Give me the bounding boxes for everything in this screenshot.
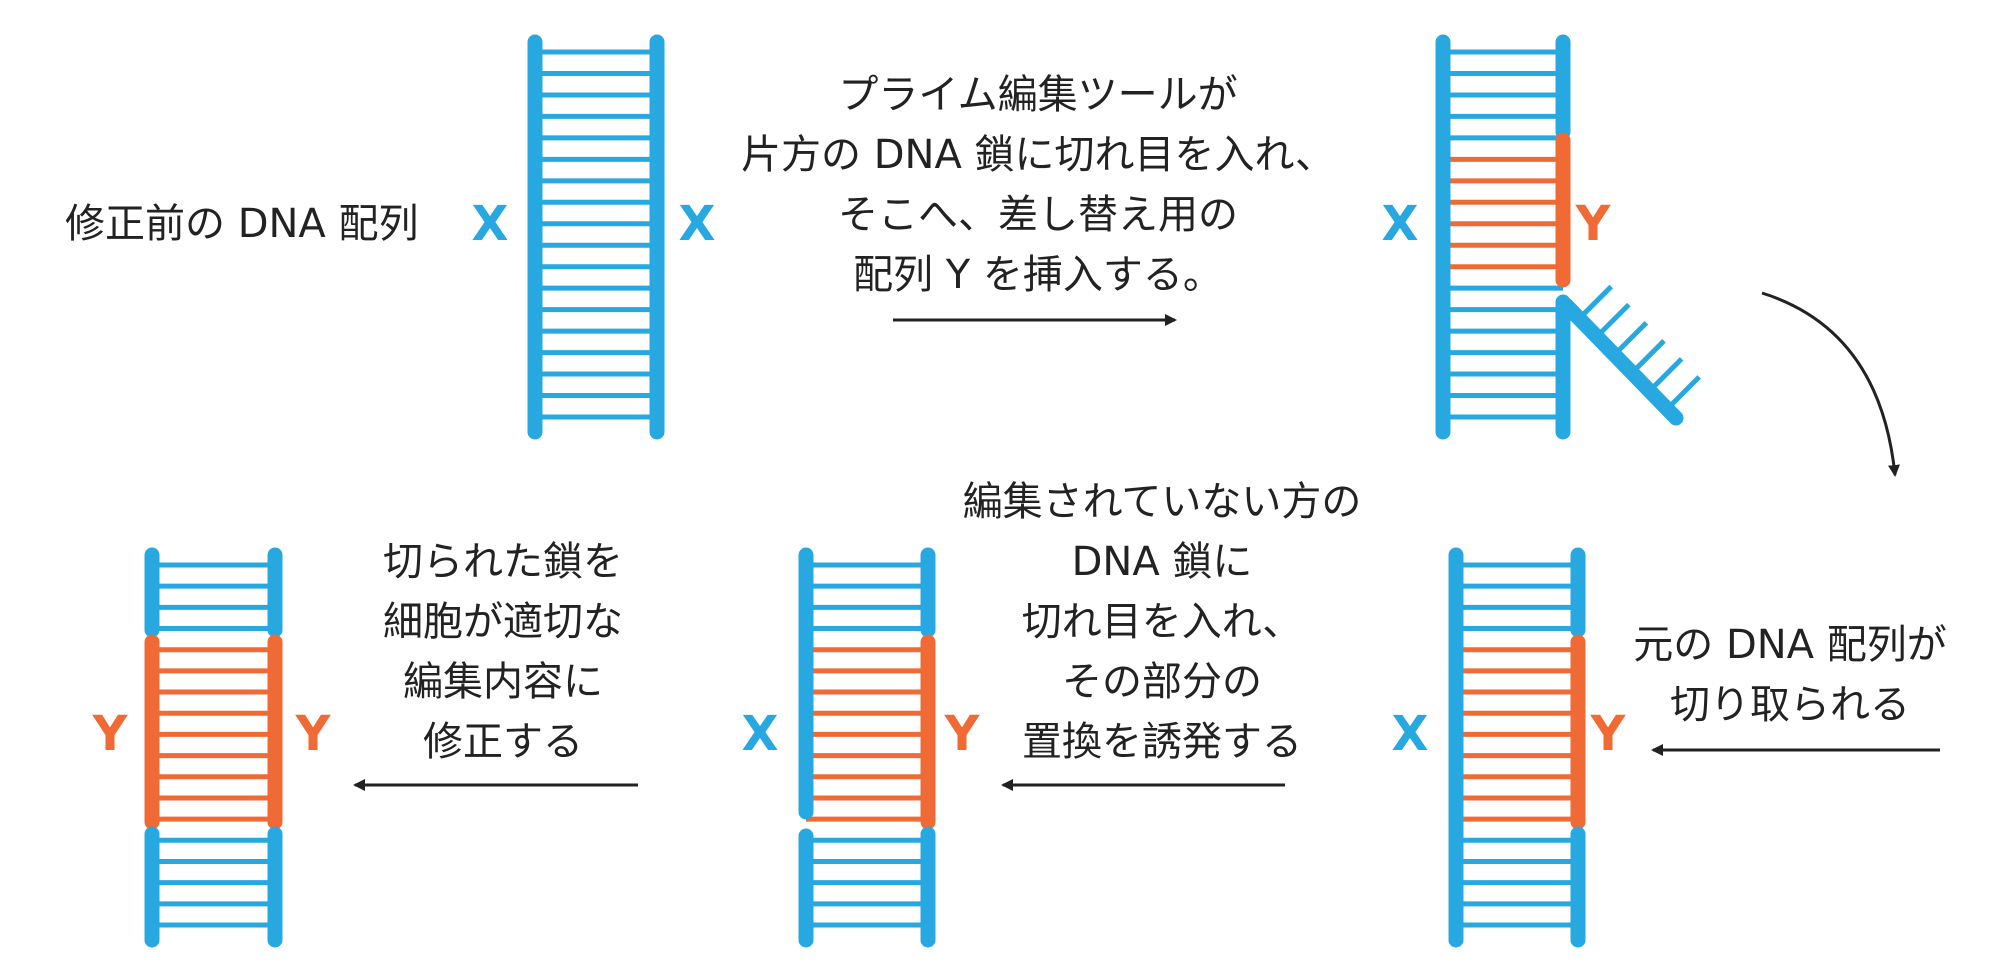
caption-step1-line: 配列 Y を挿入する。 xyxy=(853,252,1223,298)
label-x-1-left: X xyxy=(471,196,508,252)
caption-step4: 切られた鎖を 細胞が適切な 編集内容に 修正する xyxy=(383,539,623,765)
flap-rung xyxy=(1577,284,1613,321)
dna-step4-repaired xyxy=(144,547,283,948)
caption-step3: 編集されていない方の DNA 鎖に 切れ目を入れ、 その部分の 置換を誘発する xyxy=(963,479,1362,765)
label-x-2: X xyxy=(1381,196,1418,252)
caption-step1-line: そこへ、差し替え用の xyxy=(838,192,1238,238)
caption-step4-line: 切られた鎖を xyxy=(383,539,623,585)
flap-rung xyxy=(1630,339,1666,375)
flap-rung xyxy=(1665,375,1701,411)
label-y-3: Y xyxy=(1590,706,1627,762)
flap-rung xyxy=(1612,320,1649,357)
label-y-5-left: Y xyxy=(92,706,129,762)
caption-original-sequence: 修正前の DNA 配列 xyxy=(65,201,419,247)
label-x-1-right: X xyxy=(678,196,715,252)
caption-step3-line: その部分の xyxy=(1062,659,1262,705)
caption-step3-line: 置換を誘発する xyxy=(1022,719,1302,765)
caption-step4-line: 細胞が適切な xyxy=(383,599,623,645)
caption-step3-line: 切れ目を入れ、 xyxy=(1022,599,1302,645)
caption-step3-line: DNA 鎖に xyxy=(1072,539,1253,585)
dna-original xyxy=(527,34,665,440)
arrow-curved-step2 xyxy=(1761,291,1900,477)
caption-step3-line: 編集されていない方の xyxy=(963,479,1362,525)
caption-step2: 元の DNA 配列が 切り取られる xyxy=(1633,622,1947,728)
displaced-flap-strand xyxy=(1558,297,1684,426)
dna-step3-second-nick xyxy=(798,547,936,948)
label-y-4: Y xyxy=(944,706,981,762)
caption-step2-line: 元の DNA 配列が xyxy=(1633,622,1947,668)
caption-step4-line: 修正する xyxy=(423,719,583,765)
caption-step1-line: プライム編集ツールが xyxy=(838,72,1237,118)
caption-step1-line: 片方の DNA 鎖に切れ目を入れ、 xyxy=(741,132,1335,178)
caption-step2-line: 切り取られる xyxy=(1670,682,1910,728)
caption-step4-line: 編集内容に xyxy=(403,659,603,705)
label-y-2: Y xyxy=(1575,196,1612,252)
flap-rung xyxy=(1647,357,1684,393)
label-y-5-right: Y xyxy=(295,706,332,762)
dna-step2-original-removed xyxy=(1448,547,1586,948)
flap-rung xyxy=(1595,302,1631,339)
caption-step1: プライム編集ツールが 片方の DNA 鎖に切れ目を入れ、 そこへ、差し替え用の … xyxy=(741,72,1335,298)
label-x-4: X xyxy=(741,706,778,762)
label-x-3: X xyxy=(1391,706,1428,762)
dna-step1-nicked-with-flap xyxy=(1435,34,1701,440)
